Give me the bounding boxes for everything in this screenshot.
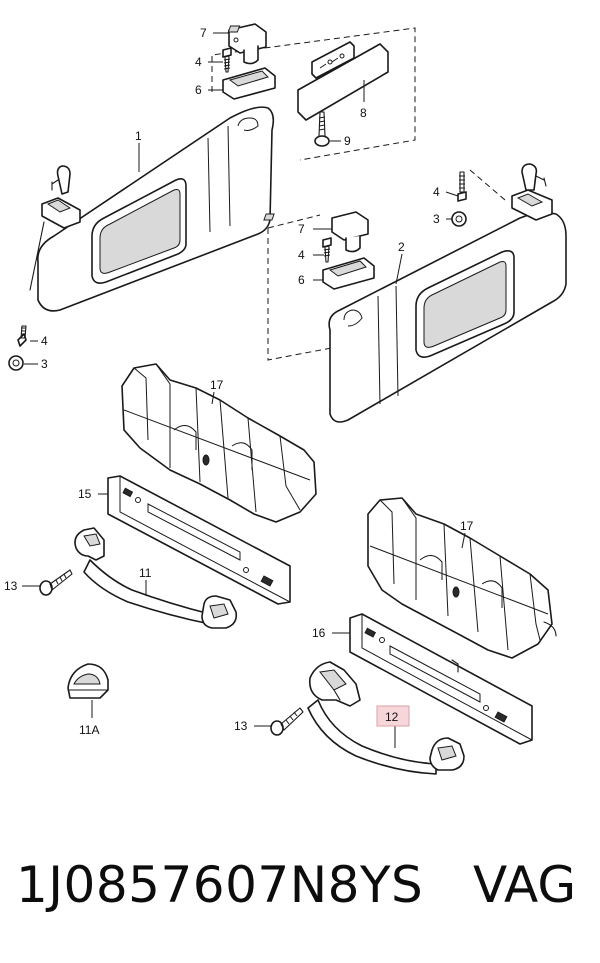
callout-17: 17 (460, 519, 474, 533)
part-2-sun-visor-right (328, 163, 567, 423)
callout-3: 3 (433, 212, 440, 226)
group-boundary-right (469, 169, 506, 201)
brand-label: VAG (473, 856, 577, 914)
part-16-mounting-strip (349, 613, 533, 745)
part-7-bracket-upper (227, 23, 267, 65)
callout-4: 4 (41, 334, 48, 348)
callout-8: 8 (360, 106, 367, 120)
part-11a-clip (67, 663, 109, 699)
part-4-screw-middle (322, 237, 332, 263)
callout-11a: 11A (79, 723, 99, 737)
callout-7: 7 (298, 222, 305, 236)
part-1-visor-rod (29, 221, 45, 291)
callout-4: 4 (195, 55, 202, 69)
callout-12-highlight (376, 705, 410, 727)
part-11-grab-handle-left (74, 527, 238, 629)
part-9-screw (314, 111, 330, 147)
group-boundary-upper (211, 27, 416, 161)
part-6-clip-middle (322, 257, 375, 290)
callout-1: 1 (135, 129, 142, 143)
callout-4: 4 (298, 248, 305, 262)
part-1-sun-visor-left (37, 106, 275, 312)
callout-13: 13 (4, 579, 18, 593)
callout-12: 12 (385, 710, 399, 724)
callout-9: 9 (344, 134, 351, 148)
part-17-cover-lower (367, 497, 557, 659)
part-13-screw-left (39, 569, 73, 596)
part-4-screw-left (17, 325, 27, 347)
part-3-nut-right (451, 211, 467, 227)
part-17-cover-upper (121, 363, 317, 523)
callout-17: 17 (210, 378, 224, 392)
callout-6: 6 (195, 83, 202, 97)
part-15-mounting-strip (107, 475, 291, 605)
part-8-mirror-panel (297, 41, 389, 121)
part-12-grab-handle-right (307, 661, 465, 775)
part-4-screw-upper (222, 47, 232, 73)
callout-2: 2 (398, 240, 405, 254)
part-number-label: 1J0857607N8YS (16, 856, 424, 914)
part-7-bracket-middle (263, 211, 369, 253)
exploded-parts-diagram: 7 4 6 8 9 1 4 3 4 3 7 4 6 2 17 15 11 13 … (4, 23, 567, 775)
callout-16: 16 (312, 626, 326, 640)
callout-6: 6 (298, 273, 305, 287)
callout-15: 15 (78, 487, 92, 501)
callout-labels: 7 4 6 8 9 1 4 3 4 3 7 4 6 2 17 15 11 13 … (4, 26, 474, 737)
callout-7: 7 (200, 26, 207, 40)
callout-11: 11 (139, 566, 152, 580)
callout-13: 13 (234, 719, 248, 733)
part-4-screw-right (457, 171, 467, 202)
callout-3: 3 (41, 357, 48, 371)
leader-lines (22, 32, 466, 748)
part-13-screw-right (270, 707, 304, 736)
part-6-clip-upper (222, 67, 276, 100)
callout-4: 4 (433, 185, 440, 199)
part-3-nut-left (8, 355, 24, 371)
